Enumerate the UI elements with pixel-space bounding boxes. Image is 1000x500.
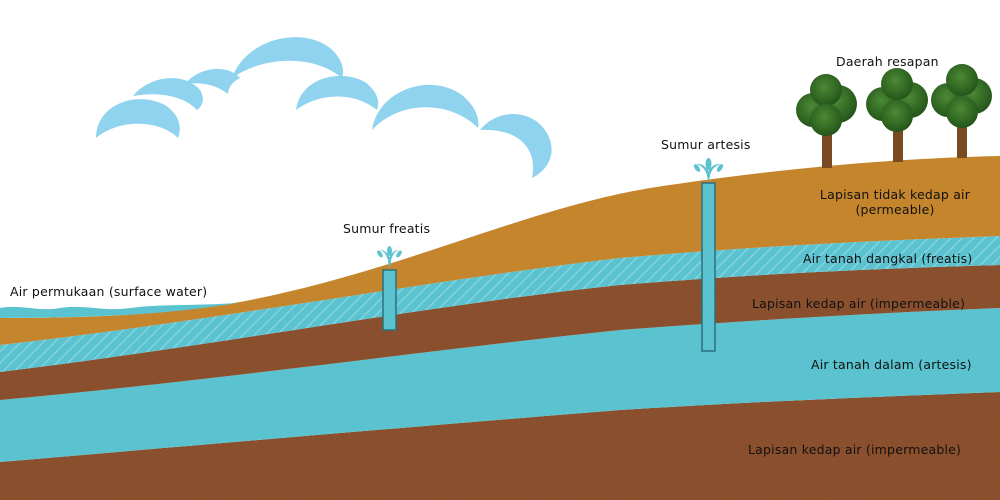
permeable-layer-label: Lapisan tidak kedap air (permeable) (800, 187, 990, 217)
artesian-well-label: Sumur artesis (661, 137, 751, 152)
phreatic-well (377, 246, 402, 331)
cloud-icon (96, 37, 552, 178)
impermeable-lower-label: Lapisan kedap air (impermeable) (748, 442, 962, 457)
shallow-groundwater-label: Air tanah dangkal (freatis) (803, 251, 973, 266)
deep-groundwater-label: Air tanah dalam (artesis) (811, 357, 972, 372)
permeable-label-line2: (permeable) (855, 202, 935, 217)
surface-water-label: Air permukaan (surface water) (10, 284, 208, 299)
phreatic-well-label: Sumur freatis (343, 221, 431, 236)
recharge-area-label: Daerah resapan (836, 54, 939, 69)
water-fountain-icon (693, 158, 724, 182)
permeable-layer (0, 156, 1000, 345)
impermeable-upper-label: Lapisan kedap air (impermeable) (752, 296, 966, 311)
tree-icon (866, 68, 928, 162)
water-fountain-icon (377, 246, 402, 268)
artesian-well (693, 158, 724, 352)
tree-icon (931, 64, 992, 158)
surface-water (0, 303, 238, 318)
tree-icon (796, 74, 857, 168)
deep-groundwater-layer (0, 308, 1000, 462)
shallow-groundwater-layer (0, 236, 1000, 372)
permeable-label-line1: Lapisan tidak kedap air (819, 187, 971, 202)
